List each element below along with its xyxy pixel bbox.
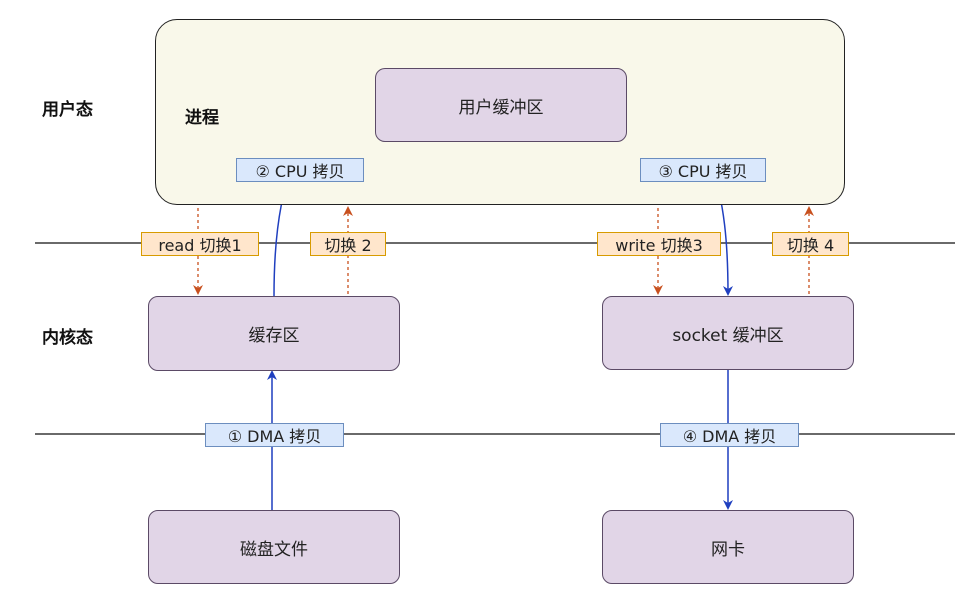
cpu-copy-3-tag: ③ CPU 拷贝 [640, 158, 766, 182]
process-label: 进程 [185, 108, 219, 128]
kernel-cache-box: 缓存区 [148, 296, 400, 371]
socket-buffer-box: socket 缓冲区 [602, 296, 854, 370]
switch-2-tag: 切换 2 [310, 232, 386, 256]
disk-file-box: 磁盘文件 [148, 510, 400, 584]
kernel-cache-label: 缓存区 [248, 326, 300, 346]
write-switch-3-tag: write 切换3 [597, 232, 721, 256]
user-buffer-label: 用户缓冲区 [458, 97, 544, 118]
user-mode-label: 用户态 [42, 100, 93, 120]
dma-copy-4-tag: ④ DMA 拷贝 [660, 423, 799, 447]
disk-file-label: 磁盘文件 [240, 539, 308, 560]
user-buffer-box: 用户缓冲区 [375, 68, 627, 142]
cpu-copy-2-tag: ② CPU 拷贝 [236, 158, 364, 182]
nic-box: 网卡 [602, 510, 854, 584]
read-switch-1-tag: read 切换1 [141, 232, 259, 256]
nic-label: 网卡 [711, 539, 745, 560]
switch-4-tag: 切换 4 [772, 232, 849, 256]
socket-buffer-label: socket 缓冲区 [672, 325, 784, 346]
dma-copy-1-tag: ① DMA 拷贝 [205, 423, 344, 447]
kernel-mode-label: 内核态 [42, 328, 93, 348]
